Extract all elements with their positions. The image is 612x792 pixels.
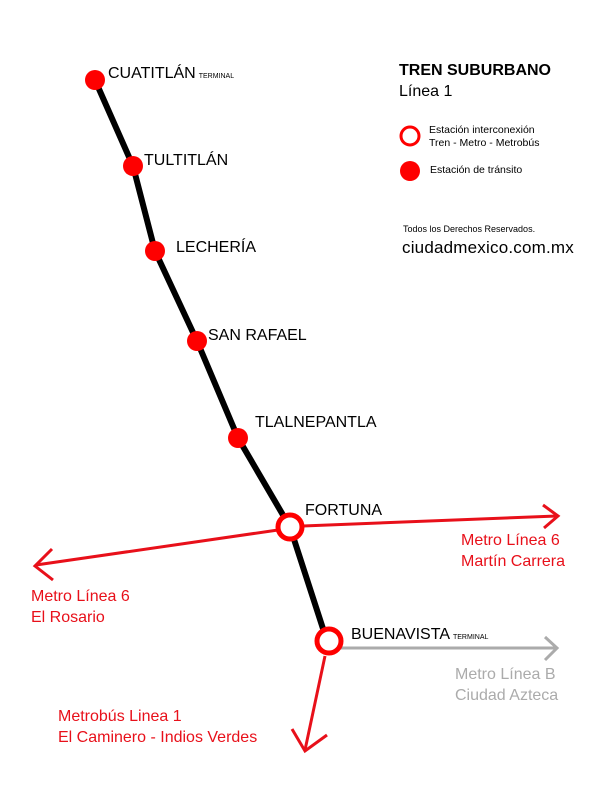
- station-dot-san-rafael[interactable]: [187, 331, 207, 351]
- arrow-head-metrobus: [290, 728, 328, 754]
- station-label-san-rafael: SAN RAFAEL: [208, 328, 307, 344]
- connection-destination: El Rosario: [31, 609, 105, 626]
- legend-interconnection: Estación interconexión Tren - Metro - Me…: [429, 124, 539, 150]
- connection-line: Metro Línea 6: [31, 588, 130, 605]
- rights-notice: Todos los Derechos Reservados.: [403, 224, 536, 234]
- connection-line: Metro Línea 6: [461, 532, 560, 549]
- connector-metrobus: [303, 655, 327, 751]
- map-title: TREN SUBURBANO: [399, 62, 551, 79]
- legend-filled-circle-icon: [400, 161, 420, 181]
- station-name: TULTITLÁN: [144, 152, 229, 169]
- station-name: SAN RAFAEL: [208, 327, 307, 344]
- terminal-tag: TERMINAL: [452, 634, 489, 641]
- arrow-head-el-rosario: [32, 547, 54, 582]
- connection-destination: El Caminero - Indios Verdes: [58, 729, 258, 746]
- arrow-head-ciudad-azteca: [543, 635, 560, 662]
- legend-hollow-circle-icon: [399, 125, 421, 147]
- station-label-lecheria: LECHERÍA: [176, 240, 256, 256]
- map-subtitle: Línea 1: [399, 83, 453, 100]
- legend-interconnection-line1: Estación interconexión: [429, 124, 535, 136]
- connection-destination: Martín Carrera: [461, 553, 566, 570]
- legend-interconnection-line2: Tren - Metro - Metrobús: [429, 137, 540, 149]
- station-dot-tlalnepantla[interactable]: [228, 428, 248, 448]
- connector-el-rosario: [35, 528, 279, 567]
- station-name: BUENAVISTA: [351, 626, 450, 643]
- station-dot-tultitlan[interactable]: [123, 156, 143, 176]
- connection-label-martin-carrera: Metro Línea 6 Martín Carrera: [461, 530, 565, 572]
- station-label-tultitlan: TULTITLÁN: [144, 153, 228, 169]
- station-dot-lecheria[interactable]: [145, 241, 165, 261]
- station-name: FORTUNA: [305, 502, 383, 519]
- connection-label-metrobus: Metrobús Linea 1 El Caminero - Indios Ve…: [58, 706, 257, 748]
- legend-transit: Estación de tránsito: [430, 164, 523, 176]
- site-url[interactable]: ciudadmexico.com.mx: [402, 238, 574, 257]
- connection-line: Metro Línea B: [455, 666, 556, 683]
- connector-martin-carrera: [302, 514, 558, 528]
- station-ring-fortuna[interactable]: [275, 512, 305, 542]
- station-name: TLALNEPANTLA: [255, 414, 377, 431]
- connection-line: Metrobús Linea 1: [58, 708, 182, 725]
- station-dot-cuatitlan[interactable]: [85, 70, 105, 90]
- connection-destination: Ciudad Azteca: [455, 687, 559, 704]
- terminal-tag: TERMINAL: [198, 73, 235, 80]
- connection-label-el-rosario: Metro Línea 6 El Rosario: [31, 586, 130, 628]
- station-label-tlalnepantla: TLALNEPANTLA: [255, 415, 377, 431]
- station-name: CUATITLÁN: [108, 65, 196, 82]
- station-label-fortuna: FORTUNA: [305, 503, 382, 519]
- station-name: LECHERÍA: [176, 239, 257, 256]
- connection-label-ciudad-azteca: Metro Línea B Ciudad Azteca: [455, 664, 558, 706]
- arrow-head-martin-carrera: [542, 503, 561, 530]
- station-ring-buenavista[interactable]: [314, 626, 344, 656]
